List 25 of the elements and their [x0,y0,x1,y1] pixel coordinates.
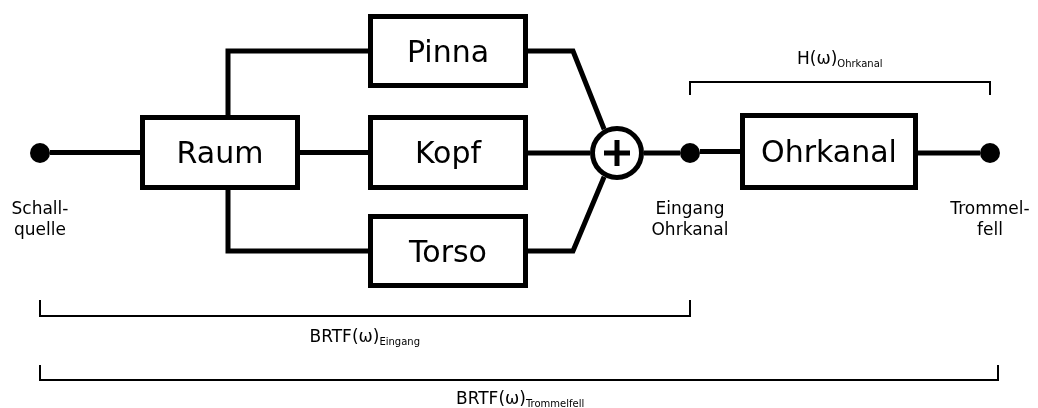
process-box: Pinna [368,14,528,88]
terminal-dot [30,143,50,163]
connector-line [700,149,740,154]
transfer-function-label: BRTF(ω)$_{Eingang}$ [309,326,420,347]
transfer-function-label: H(ω)$_{Ohrkanal}$ [797,48,883,69]
terminal-dot [680,143,700,163]
connector-line [528,175,607,254]
process-box: Raum [140,115,300,190]
transfer-function-label: BRTF(ω)$_{Trommelfell}$ [456,388,585,408]
process-box: Kopf [368,115,528,190]
summing-junction [590,126,644,180]
connector-line [300,150,368,155]
terminal-label: Schall- quelle [10,198,70,241]
connector-line [918,150,980,156]
connector-line [528,150,590,156]
process-box: Ohrkanal [740,113,918,190]
connector-line [225,48,368,115]
terminal-dot [980,143,1000,163]
terminal-label: Trommel- fell [950,198,1030,241]
process-box: Torso [368,214,528,288]
connector-line [225,190,368,254]
terminal-label: Eingang Ohrkanal [650,198,730,241]
connector-line [50,150,140,155]
connector-line [528,48,607,131]
connector-line [644,150,680,156]
